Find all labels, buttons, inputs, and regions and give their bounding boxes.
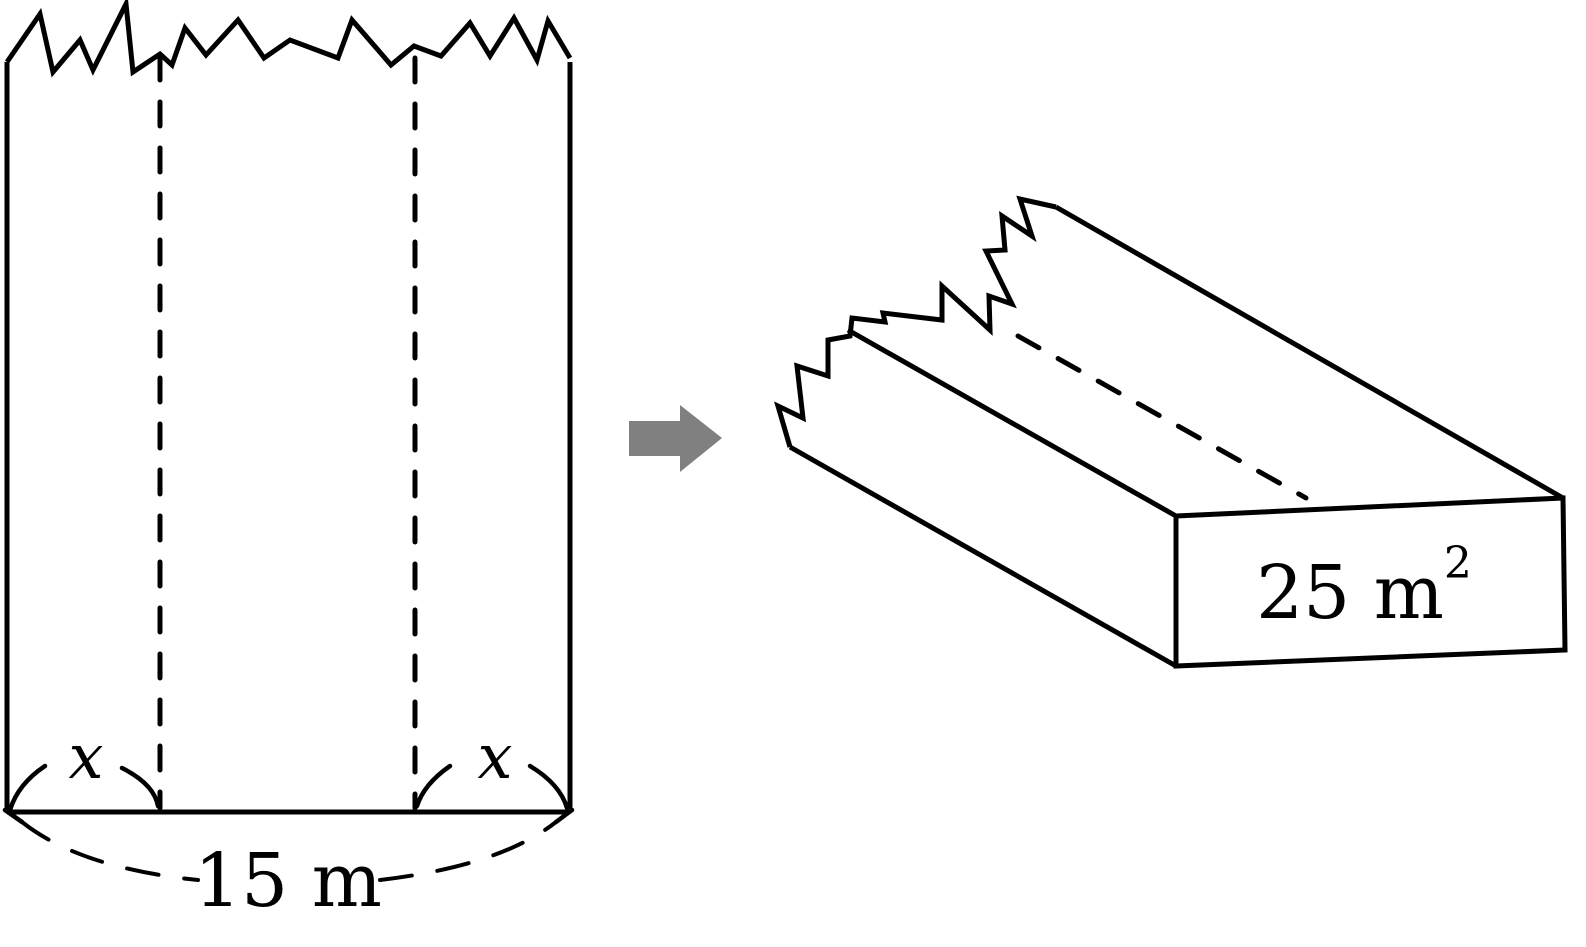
gutter-torn-left-wall	[774, 195, 1057, 448]
bracket-left-x-a	[7, 763, 48, 813]
bracket-right-x-a	[414, 763, 453, 809]
label-fold-width-left: x	[69, 720, 104, 793]
width-dimension-arc-left	[20, 820, 200, 882]
sheet-torn-top-edge	[4, 0, 573, 78]
label-cross-section-area-exponent: 2	[1444, 538, 1472, 589]
flat-sheet: x x 15 m	[2, 0, 575, 924]
bracket-left-x-b	[119, 765, 161, 809]
label-cross-section-area: 25 m2	[1256, 538, 1472, 636]
folded-gutter: 25 m2	[774, 195, 1568, 669]
bracket-right-x-b	[527, 763, 570, 811]
label-fold-width-right: x	[478, 720, 513, 793]
label-cross-section-area-value: 25 m	[1256, 550, 1444, 636]
width-dimension-right-tick	[553, 807, 575, 825]
fold-line-hidden-edge	[1015, 333, 1309, 501]
gutter-left-bottom-edge	[788, 444, 1178, 669]
gutter-left-top-edge	[846, 327, 1178, 519]
label-sheet-width: 15 m	[194, 838, 382, 924]
gutter-front-face	[1173, 495, 1568, 669]
width-dimension-left-tick	[2, 807, 25, 825]
width-dimension-arc-right	[378, 820, 558, 882]
arrow-icon	[629, 405, 722, 472]
gutter-right-top-edge	[1054, 204, 1565, 501]
